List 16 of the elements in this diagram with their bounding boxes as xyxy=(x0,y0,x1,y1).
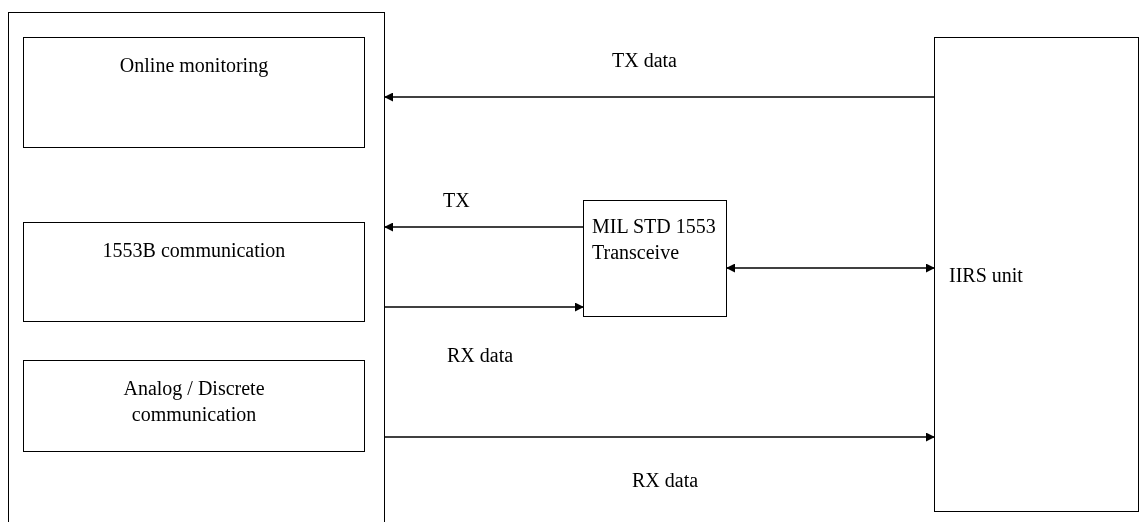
process-box xyxy=(934,37,1139,512)
outer-box xyxy=(8,12,385,522)
arrow xyxy=(384,432,935,442)
arrow xyxy=(384,302,584,312)
process-box xyxy=(23,360,365,452)
process-box xyxy=(23,222,365,322)
arrow xyxy=(726,263,935,273)
node-text: Online monitoring xyxy=(119,53,269,78)
process-box xyxy=(583,200,727,317)
arrow xyxy=(384,222,584,232)
node-text: 1553B communication xyxy=(102,238,286,263)
node-text: Analog / Discrete communication xyxy=(122,376,266,427)
node-text: MIL STD 1553 Transceive xyxy=(592,214,717,265)
node-text: IIRS unit xyxy=(949,262,1023,288)
process-box xyxy=(23,37,365,148)
arrow xyxy=(384,92,935,102)
